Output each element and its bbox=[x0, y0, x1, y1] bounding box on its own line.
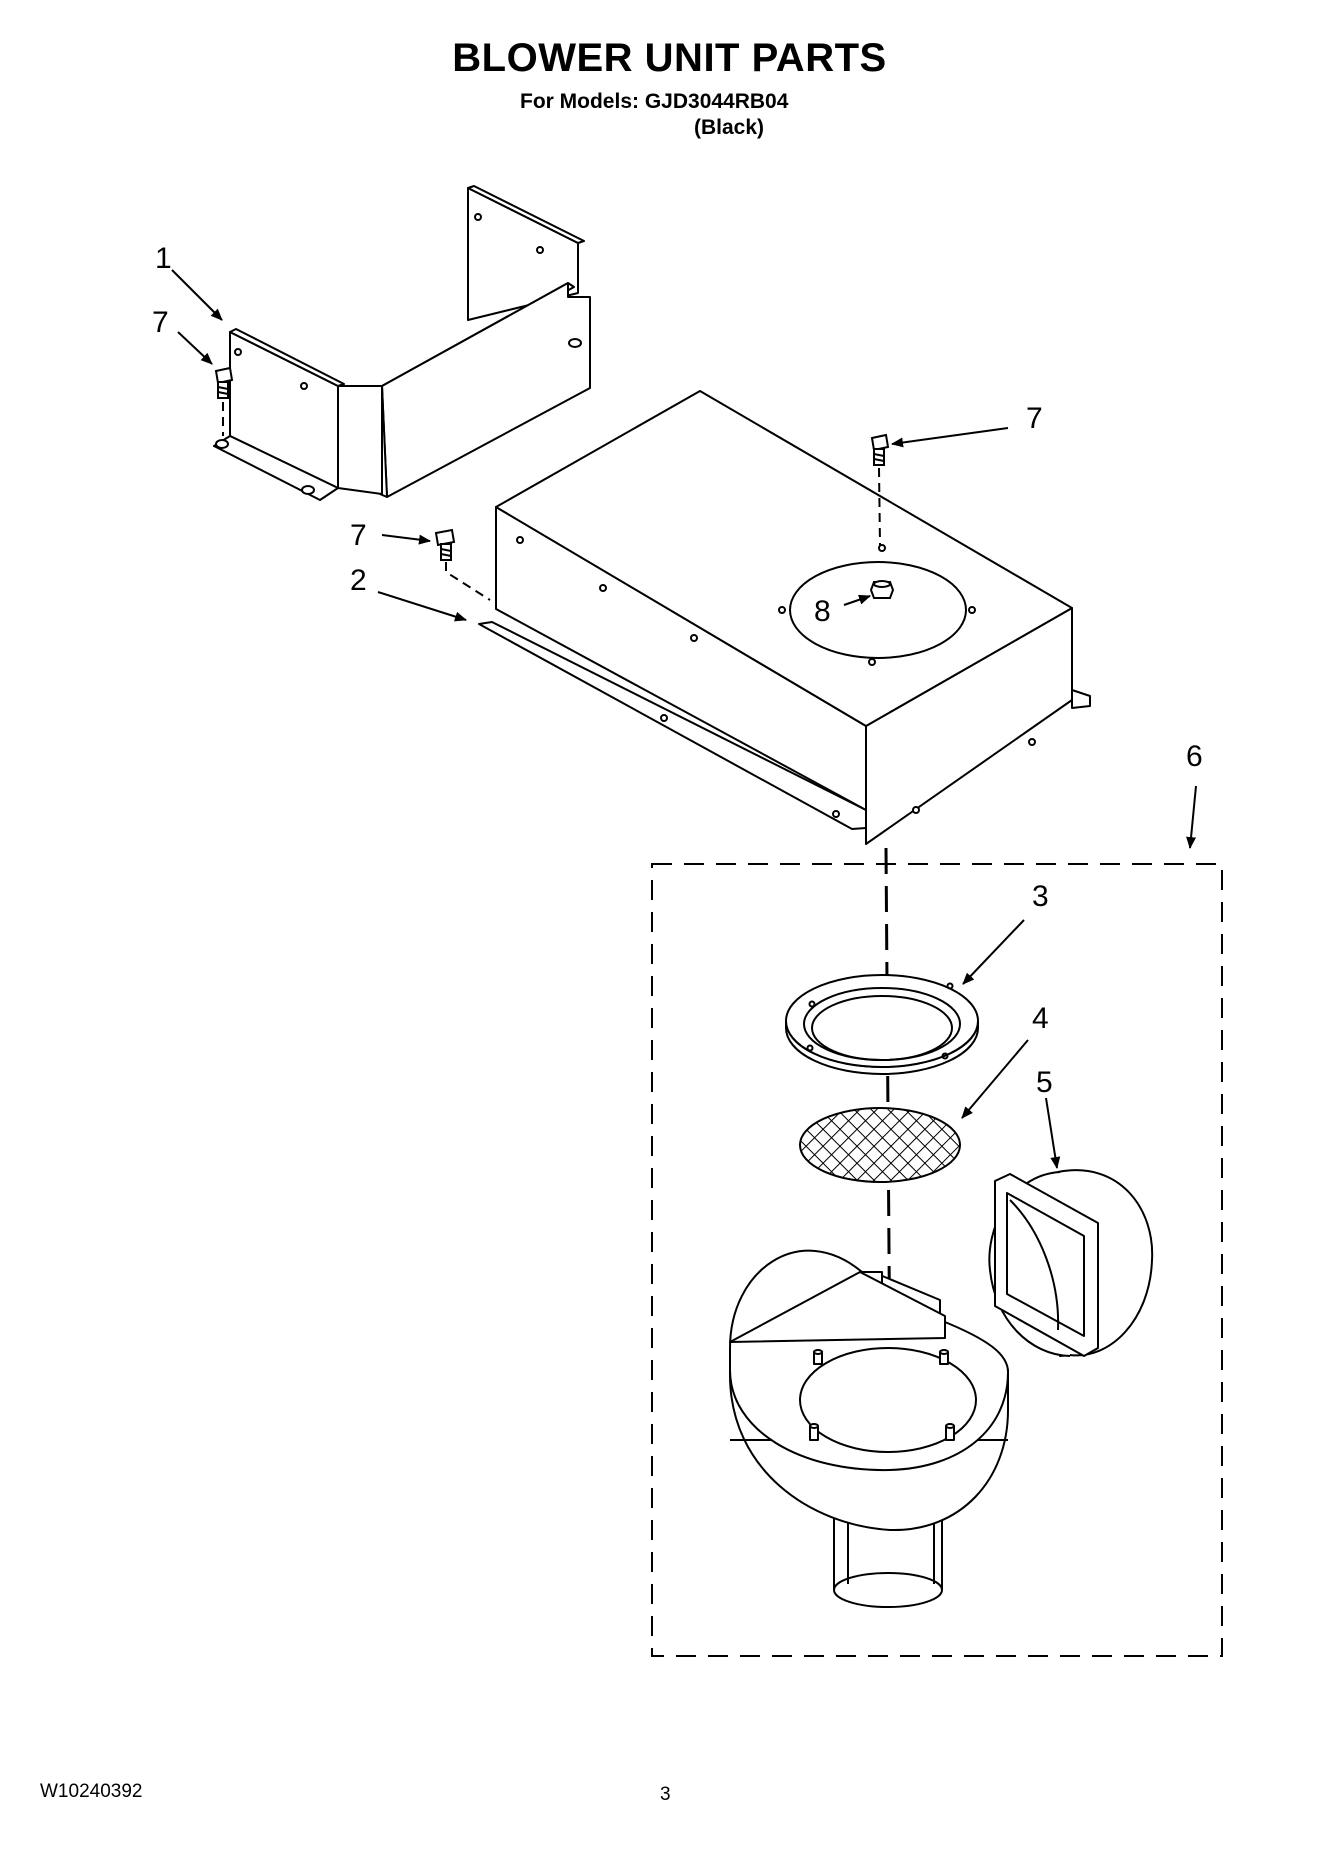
alignment-lines bbox=[222, 402, 881, 601]
document-number: W10240392 bbox=[40, 1781, 143, 1802]
part-2-housing bbox=[478, 390, 1091, 845]
variant-line: (Black) bbox=[694, 116, 765, 139]
callout-8: 8 bbox=[814, 595, 831, 628]
part-7-screw-middle bbox=[434, 528, 456, 561]
callout-5: 5 bbox=[1036, 1066, 1053, 1099]
callout-1: 1 bbox=[155, 242, 172, 275]
part-5-duct-adapter bbox=[988, 1169, 1154, 1357]
page-number: 3 bbox=[660, 1784, 671, 1805]
callout-6: 6 bbox=[1186, 740, 1203, 773]
page-title: BLOWER UNIT PARTS bbox=[452, 36, 887, 80]
callout-7-top-right: 7 bbox=[1026, 402, 1043, 435]
part-7-screw-left bbox=[214, 366, 234, 399]
models-line: For Models: GJD3044RB04 bbox=[520, 90, 789, 113]
part-6-assembly-boundary bbox=[651, 863, 1223, 1657]
part-3-ring bbox=[785, 974, 979, 1075]
part-1-bracket bbox=[213, 185, 591, 501]
callout-2: 2 bbox=[350, 564, 367, 597]
callout-7-middle: 7 bbox=[350, 519, 367, 552]
blower-housing bbox=[729, 1249, 1009, 1608]
callout-4: 4 bbox=[1032, 1002, 1049, 1035]
callout-3: 3 bbox=[1032, 880, 1049, 913]
part-7-screw-top-right bbox=[870, 433, 890, 466]
part-8-nut bbox=[869, 580, 895, 599]
leader-arrows bbox=[171, 269, 1197, 1169]
part-4-mesh-filter bbox=[799, 1107, 961, 1183]
callout-7-left: 7 bbox=[152, 306, 169, 339]
